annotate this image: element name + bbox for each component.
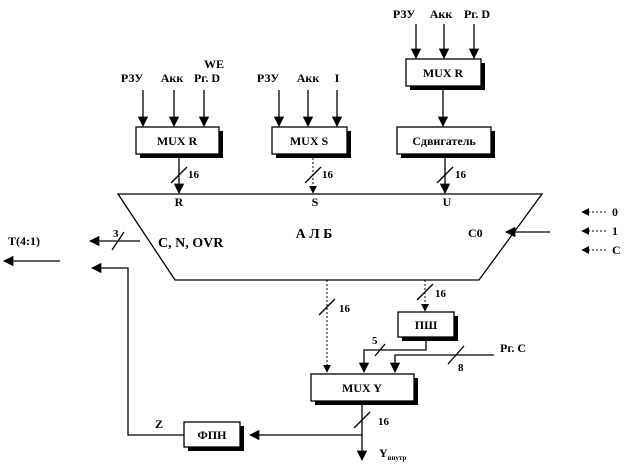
bus-slash-rg-c (447, 345, 465, 365)
input-label-rgd-3: Рг. D (464, 7, 490, 21)
mux-r-top-label: MUX R (423, 66, 464, 80)
bus-s: 16 (304, 158, 334, 194)
mux-s-block: MUX S (271, 126, 351, 158)
input-label-rzu-3: РЗУ (393, 7, 416, 21)
psh-in-bus: 16 (416, 280, 447, 312)
flags-bus: 3 (88, 228, 140, 251)
bus-width-psh-in: 16 (435, 288, 447, 300)
input-label-akk-3: Акк (430, 7, 453, 21)
mux-r-top-block: MUX R (405, 58, 485, 90)
z-feedback: Z (90, 262, 184, 436)
mux-s-label: MUX S (290, 134, 329, 148)
y-internal-label: Yвнутр (379, 446, 407, 462)
carry-inputs: 0 1 C (504, 205, 621, 257)
alu-out-bus: 16 (318, 280, 351, 373)
y-label: Y (379, 446, 388, 460)
mux-r-top-inputs: РЗУ Акк Рг. D (393, 7, 490, 60)
rg-c-bus: Рг. С 8 (389, 341, 526, 374)
bus-slash-flags (111, 231, 125, 251)
alu-label: А Л Б (296, 227, 333, 242)
alu-flags-label: C, N, OVR (158, 236, 224, 251)
y-out-bus: 16 (248, 405, 390, 462)
bus-slash-psh-in (416, 283, 434, 301)
mux-s-inputs: РЗУ Акк I (257, 71, 343, 128)
alu-c0-label: C0 (468, 226, 483, 240)
t-output-label: T(4:1) (8, 234, 40, 248)
bus-slash-r (170, 166, 188, 184)
we-label: WE (204, 57, 224, 71)
mux-r-left-inputs: РЗУ Акк Рг. D WE (121, 57, 224, 128)
bus-width-rg-c: 8 (458, 362, 464, 374)
bus-r: 16 (170, 158, 200, 195)
bus-width-alu-out: 16 (339, 303, 351, 315)
y-subscript: внутр (388, 454, 407, 462)
input-label-rgd-1: Рг. D (194, 71, 220, 85)
bus-width-flags: 3 (113, 228, 119, 240)
input-label-rzu-1: РЗУ (121, 71, 144, 85)
bus-width-u: 16 (455, 169, 467, 181)
carry-label-1: 1 (612, 224, 618, 238)
input-label-akk-1: Акк (161, 71, 184, 85)
bus-slash-y-out (353, 411, 371, 429)
alu-block: R S U А Л Б C, N, OVR C0 (116, 193, 544, 281)
rg-c-label: Рг. С (500, 341, 526, 355)
mux-y-label: MUX Y (342, 381, 382, 395)
bus-u: 16 (436, 158, 467, 195)
bus-slash-alu-out (318, 298, 336, 316)
bus-slash-u (436, 166, 454, 184)
input-label-akk-2: Акк (297, 71, 320, 85)
bus-width-s: 16 (322, 169, 334, 181)
psh-block: ПШ (397, 311, 458, 341)
carry-label-c: C (612, 243, 621, 257)
mux-y-block: MUX Y (310, 373, 418, 405)
shifter-block: Сдвигатель (396, 126, 495, 158)
alu-port-r: R (175, 195, 184, 209)
alu-port-u: U (443, 195, 452, 209)
alu-port-s: S (312, 195, 319, 209)
shifter-label: Сдвигатель (412, 134, 476, 148)
mux-r-left-label: MUX R (157, 134, 198, 148)
mux-r-left-block: MUX R (135, 126, 223, 158)
input-label-rzu-2: РЗУ (257, 71, 280, 85)
bus-width-r: 16 (188, 169, 200, 181)
input-label-i: I (335, 71, 340, 85)
fpn-label: ФПН (198, 428, 228, 442)
bus-width-y-out: 16 (378, 416, 390, 428)
psh-out-bus: 5 (358, 335, 427, 374)
alu-shape (116, 193, 544, 281)
bus-slash-psh-out (374, 343, 386, 357)
carry-label-0: 0 (612, 205, 618, 219)
bus-width-psh-out: 5 (372, 335, 378, 347)
bus-slash-s (304, 166, 322, 184)
fpn-block: ФПН (183, 421, 244, 451)
psh-label: ПШ (415, 318, 438, 332)
z-label: Z (155, 417, 163, 431)
